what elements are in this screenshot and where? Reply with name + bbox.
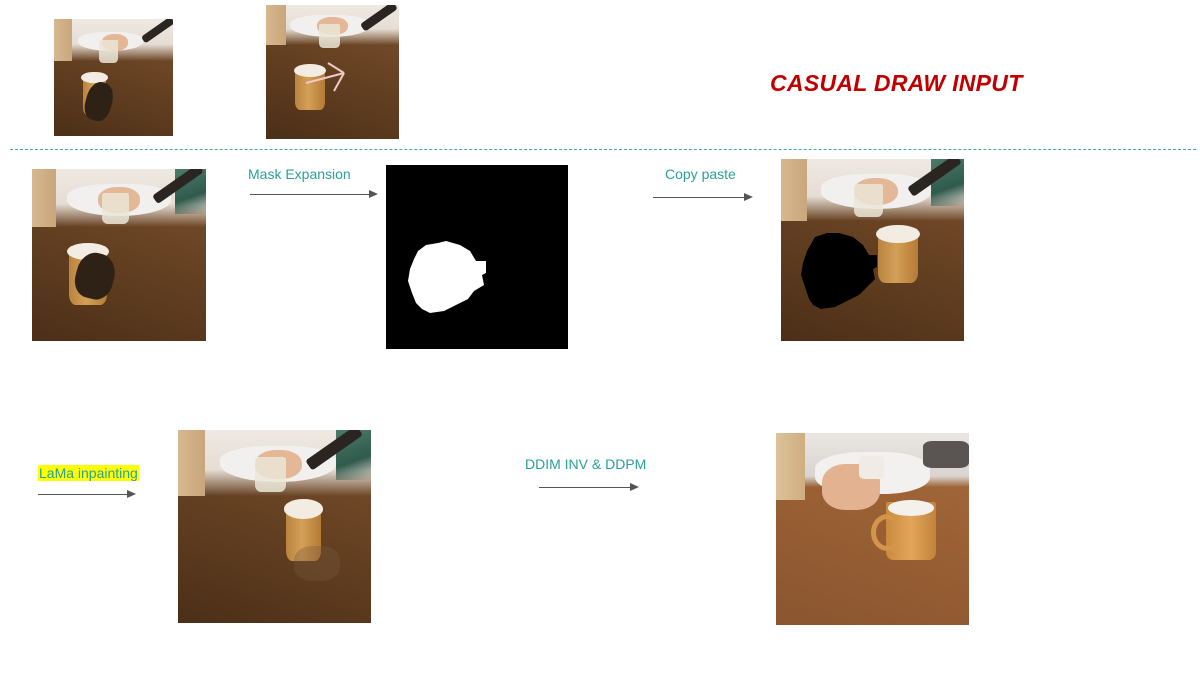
step-label-ddim: DDIM INV & DDPM	[525, 456, 647, 472]
drawn-arrow-icon	[305, 62, 345, 92]
input-image-drawn	[54, 19, 173, 136]
arrow-right-icon	[369, 190, 378, 198]
arrow-right-icon	[630, 483, 639, 491]
black-mask-region	[801, 233, 877, 309]
divider	[10, 149, 1196, 150]
arrow-copy-paste	[653, 197, 745, 198]
lama-result-image	[178, 430, 371, 623]
mask-image	[386, 165, 568, 349]
final-output-image	[776, 433, 969, 625]
arrow-ddim	[539, 487, 631, 488]
mask-shape	[408, 241, 486, 313]
step-label-mask-expansion: Mask Expansion	[248, 166, 351, 182]
step-label-lama-inpainting: LaMa inpainting	[38, 465, 139, 481]
step-label-copy-paste: Copy paste	[665, 166, 736, 182]
arrow-right-icon	[127, 490, 136, 498]
arrow-mask-expansion	[250, 194, 370, 195]
arrow-lama	[38, 494, 128, 495]
drawn-input-image	[32, 169, 206, 341]
copy-paste-image	[781, 159, 964, 341]
input-image-arrow	[266, 5, 399, 139]
diagram-title: CASUAL DRAW INPUT	[770, 70, 1023, 96]
arrow-right-icon	[744, 193, 753, 201]
